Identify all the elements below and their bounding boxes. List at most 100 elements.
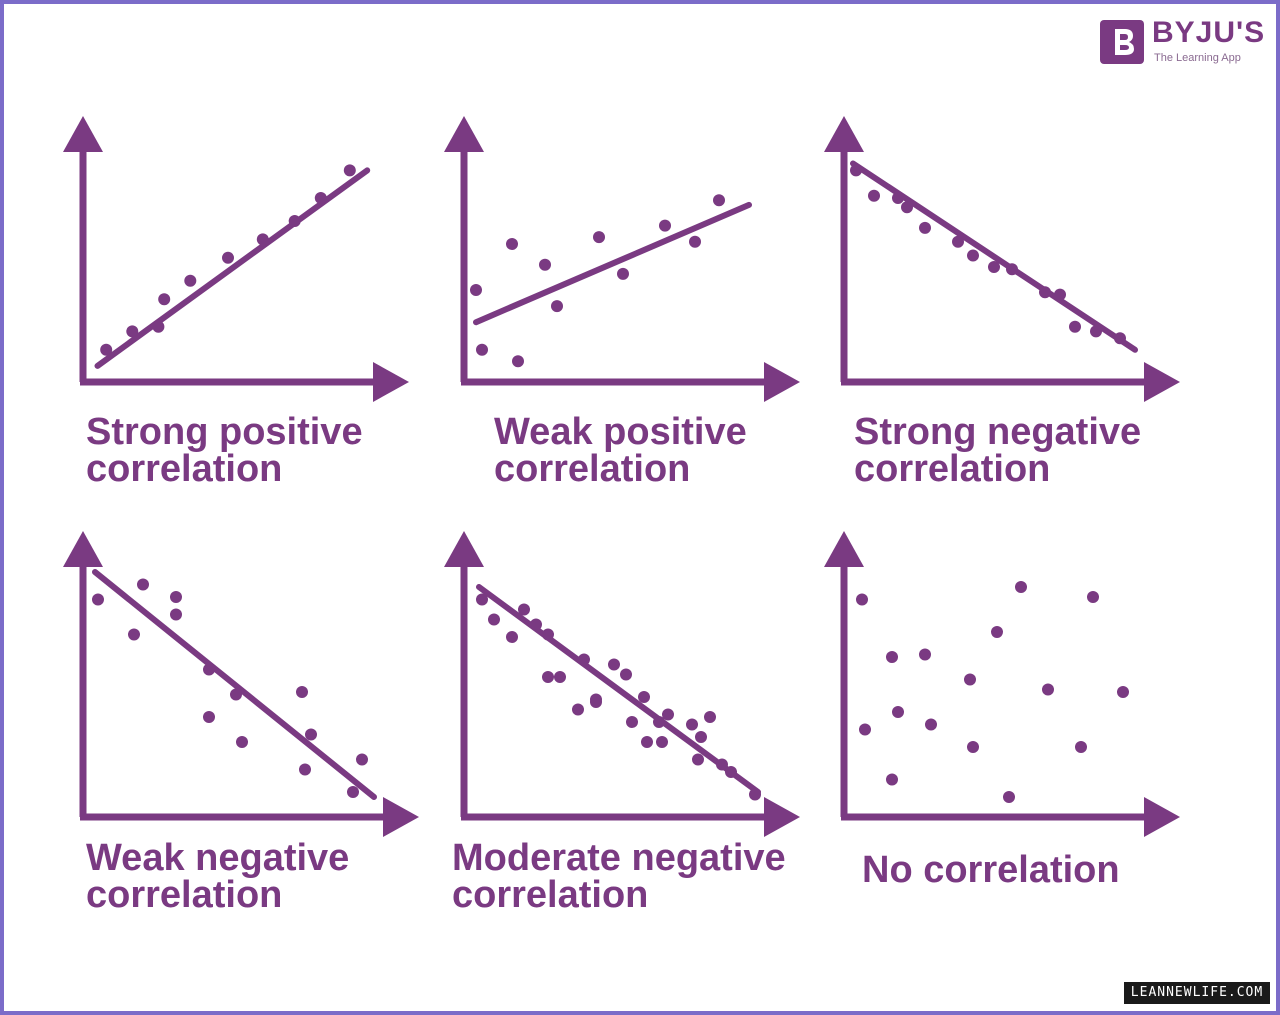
chart-5-point-26 <box>725 766 737 778</box>
brand-tagline: The Learning App <box>1154 52 1241 64</box>
chart-5-point-15 <box>626 716 638 728</box>
chart-3-trend-line <box>850 160 1138 353</box>
chart-1-point-6 <box>222 251 234 264</box>
chart-5-point-10 <box>578 653 590 666</box>
chart-6-point-5 <box>892 706 904 718</box>
chart-2-point-4 <box>512 355 524 368</box>
correlation-charts <box>63 116 1180 837</box>
chart-3-point-11 <box>1054 288 1066 301</box>
chart-2-point-6 <box>551 300 563 313</box>
chart-2-point-1 <box>470 284 482 296</box>
chart-4-trend-line <box>92 569 377 800</box>
chart-5-point-12 <box>590 696 602 708</box>
chart-2-point-5 <box>539 258 551 271</box>
chart-3-title-line-2: correlation <box>854 448 1051 490</box>
chart-4-point-11 <box>299 763 311 776</box>
chart-5-point-14 <box>620 668 632 681</box>
chart-5-point-13 <box>608 658 620 671</box>
chart-1-point-3 <box>152 320 165 333</box>
chart-4-point-12 <box>305 728 317 741</box>
chart-1-title-line-1: Strong positive <box>86 411 363 453</box>
brand-name: BYJU'S <box>1152 16 1266 49</box>
chart-6-point-10 <box>991 626 1003 638</box>
chart-1-point-10 <box>343 164 356 177</box>
chart-1-point-9 <box>314 192 327 204</box>
chart-2-point-3 <box>506 238 518 250</box>
chart-4-point-3 <box>137 578 149 591</box>
chart-4-title-line-1: Weak negative <box>86 837 350 879</box>
chart-6-title: No correlation <box>862 851 1120 889</box>
chart-5-point-16 <box>638 691 650 703</box>
chart-5-point-1 <box>476 593 488 606</box>
chart-6-x-axis-arrow-icon <box>1144 797 1180 837</box>
chart-4-title: Weak negative correlation <box>86 837 350 916</box>
chart-5-point-24 <box>704 711 716 723</box>
chart-4-point-7 <box>203 711 215 723</box>
chart-3-title-line-1: Strong negative <box>854 411 1142 453</box>
chart-2-point-8 <box>617 267 629 280</box>
chart-2-point-2 <box>476 343 488 356</box>
chart-3-point-5 <box>919 221 931 234</box>
chart-2-x-axis-arrow-icon <box>764 362 800 402</box>
chart-1-y-axis-arrow-icon <box>63 116 103 152</box>
chart-6-point-15 <box>1087 591 1099 603</box>
chart-4-point-10 <box>296 686 308 698</box>
chart-5-point-18 <box>653 716 665 728</box>
chart-3-point-9 <box>1006 263 1018 276</box>
chart-6-point-9 <box>967 741 979 753</box>
chart-2-point-10 <box>689 235 701 248</box>
chart-2-title: Weak positive correlation <box>494 411 747 490</box>
chart-3-point-12 <box>1069 320 1081 333</box>
chart-5-point-2 <box>488 613 500 626</box>
chart-5-point-22 <box>692 753 704 766</box>
chart-5-title-line-1: Moderate negative <box>452 837 786 879</box>
chart-5-title-line-2: correlation <box>452 874 649 916</box>
chart-3-x-axis-arrow-icon <box>1144 362 1180 402</box>
chart-5-point-20 <box>662 708 674 721</box>
chart-5-point-8 <box>554 671 566 683</box>
chart-5-point-9 <box>572 703 584 716</box>
chart-4-point-6 <box>203 663 215 676</box>
chart-5-point-5 <box>530 618 542 631</box>
chart-5-x-axis-arrow-icon <box>764 797 800 837</box>
chart-5-trend-line <box>476 584 761 795</box>
chart-4-x-axis-arrow-icon <box>383 797 419 837</box>
chart-2-title-line-2: correlation <box>494 448 691 490</box>
chart-5-y-axis-arrow-icon <box>444 531 484 567</box>
chart-6-point-8 <box>964 673 976 686</box>
chart-4-point-8 <box>230 688 242 701</box>
chart-2-trend-line <box>473 201 752 326</box>
chart-3-point-4 <box>901 201 913 214</box>
chart-4-point-1 <box>92 593 104 606</box>
chart-6-y-axis-arrow-icon <box>824 531 864 567</box>
chart-5-point-3 <box>506 631 518 643</box>
chart-5-point-4 <box>518 603 530 616</box>
chart-2-title-line-1: Weak positive <box>494 411 747 453</box>
chart-4-title-line-2: correlation <box>86 874 283 916</box>
chart-3-point-6 <box>952 235 964 248</box>
chart-6-point-2 <box>859 723 871 736</box>
watermark: LEANNEWLIFE.COM <box>1124 982 1270 1004</box>
brand-logo: BYJU'S The Learning App <box>1100 16 1272 70</box>
chart-5-point-21 <box>686 718 698 731</box>
chart-6-point-14 <box>1075 741 1087 753</box>
chart-1-point-1 <box>100 343 113 356</box>
chart-1-point-8 <box>288 215 301 227</box>
chart-4-point-5 <box>170 608 182 621</box>
chart-3-y-axis-arrow-icon <box>824 116 864 152</box>
chart-3-point-14 <box>1114 332 1126 345</box>
chart-1-title-line-2: correlation <box>86 448 283 490</box>
chart-4-point-14 <box>356 753 368 766</box>
chart-4-point-2 <box>128 628 140 641</box>
chart-3-point-2 <box>868 189 880 202</box>
chart-4-point-13 <box>347 786 359 798</box>
chart-6-point-1 <box>856 593 868 606</box>
chart-2-y-axis-arrow-icon <box>444 116 484 152</box>
chart-3-point-13 <box>1090 325 1102 338</box>
chart-4-point-4 <box>170 591 182 603</box>
chart-1-title: Strong positive correlation <box>86 411 363 490</box>
chart-5-point-19 <box>656 736 668 748</box>
chart-1-point-7 <box>256 233 269 246</box>
chart-4-point-9 <box>236 736 248 748</box>
chart-5-point-25 <box>716 758 728 771</box>
